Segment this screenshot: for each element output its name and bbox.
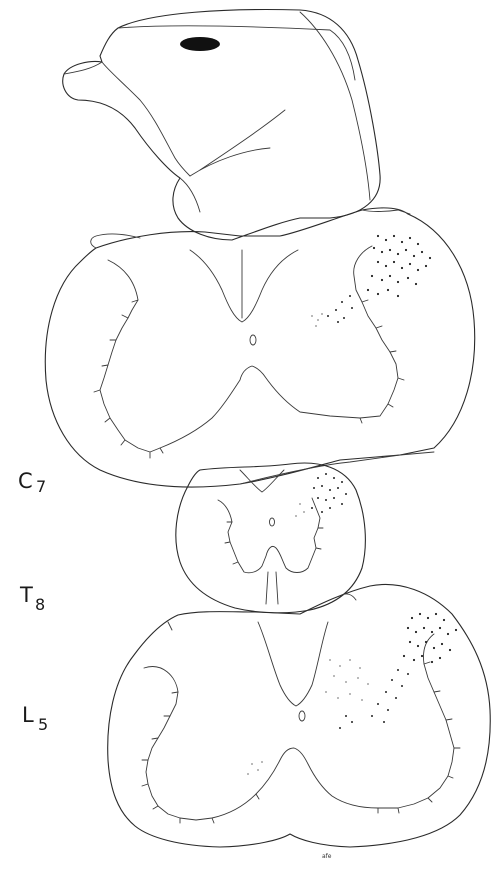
brainstem-outline: [63, 10, 380, 240]
t8-label-number: 8: [35, 595, 45, 614]
c7-section: [45, 208, 474, 487]
c7-stipple: [311, 235, 431, 327]
c7-label-number: 7: [36, 477, 46, 496]
brainstem-dark-spot: [180, 37, 220, 51]
c7-label: C 7: [18, 469, 46, 496]
t8-label-letter: T: [19, 583, 33, 607]
t8-stipple: [295, 473, 347, 517]
c7-label-letter: C: [18, 469, 33, 493]
l5-stipple: [247, 613, 457, 775]
l5-label-letter: L: [22, 703, 34, 727]
t8-label: T 8: [19, 583, 45, 614]
l5-section: afe: [108, 584, 491, 860]
artist-signature: afe: [322, 853, 332, 860]
t8-section: [176, 463, 366, 613]
l5-label: L 5: [22, 703, 48, 734]
l5-label-number: 5: [38, 715, 48, 734]
